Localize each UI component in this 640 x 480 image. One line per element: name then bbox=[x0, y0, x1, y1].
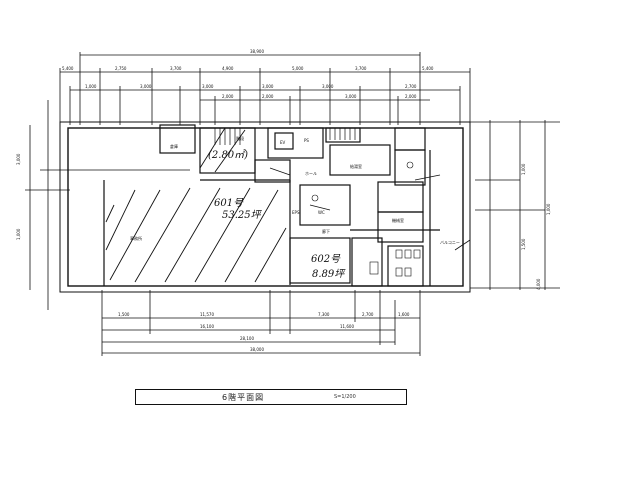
dim-top-row3-3: 3,000 bbox=[202, 84, 214, 89]
room-label-storage: 倉庫 bbox=[170, 143, 178, 149]
dim-top-row3-1: 1,000 bbox=[85, 84, 97, 89]
dim-bottom-row1-5: 1,600 bbox=[398, 312, 410, 317]
dim-top-row4-2: 2,000 bbox=[262, 94, 274, 99]
building-outline bbox=[59, 121, 471, 293]
annotation-area-upper: (2.80㎡) bbox=[208, 149, 248, 161]
room-label-mech: 機械室 bbox=[392, 217, 404, 223]
office-602-name: 602号 bbox=[311, 254, 341, 265]
office-601-area: 53.25坪 bbox=[222, 209, 263, 221]
drawing-title: 6階平面図 bbox=[222, 393, 265, 402]
room-label-balcony: バルコニー bbox=[440, 240, 460, 245]
drawing-marks bbox=[269, 167, 471, 251]
dim-right-2: 1,500 bbox=[521, 238, 526, 250]
dim-left-2: 1,000 bbox=[16, 228, 21, 240]
drawing-scale: S=1/200 bbox=[334, 394, 356, 400]
dim-top-overall: 38,900 bbox=[250, 49, 264, 54]
dim-top-row2-2: 2,750 bbox=[115, 66, 127, 71]
sanitary-fixtures bbox=[311, 161, 421, 277]
office-601-hatching bbox=[105, 127, 287, 283]
room-label-wc: WC bbox=[318, 210, 325, 215]
room-label-ps: PS bbox=[304, 138, 309, 143]
dim-top-row4-3: 3,000 bbox=[345, 94, 357, 99]
dim-top-row3-2: 3,000 bbox=[140, 84, 152, 89]
dim-ticks-top bbox=[59, 52, 471, 290]
dim-bottom-row1-1: 1,500 bbox=[118, 312, 130, 317]
interior-walls bbox=[103, 124, 440, 287]
dim-bottom-row3: 28,100 bbox=[240, 336, 254, 341]
room-label-elevator: EV bbox=[280, 140, 286, 145]
room-label-tea: 給湯室 bbox=[350, 163, 362, 169]
dim-top-row3-4: 3,000 bbox=[262, 84, 274, 89]
dim-top-row2-4: 4,900 bbox=[222, 66, 234, 71]
dim-top-row4-4: 2,000 bbox=[405, 94, 417, 99]
exterior-wall bbox=[67, 127, 464, 287]
dim-right-4: 4,000 bbox=[536, 278, 541, 290]
room-label-eps: EPS bbox=[292, 210, 300, 215]
dim-right-1: 1,000 bbox=[521, 163, 526, 175]
drawing-title-block: 6階平面図 S=1/200 bbox=[135, 389, 407, 405]
dim-bottom-row4: 38,000 bbox=[250, 347, 264, 352]
dim-ticks-bottom bbox=[101, 290, 421, 356]
dim-bottom-row1-4: 2,700 bbox=[362, 312, 374, 317]
dim-top-row2-5: 5,000 bbox=[292, 66, 304, 71]
dim-top-row2-1: 5,400 bbox=[62, 66, 74, 71]
dim-top-row2-6: 3,700 bbox=[355, 66, 367, 71]
office-601-name: 601号 bbox=[214, 198, 244, 209]
dim-bottom-row1-2: 11,570 bbox=[200, 312, 214, 317]
dim-bottom-row2-1: 16,100 bbox=[200, 324, 214, 329]
office-602-area: 8.89坪 bbox=[312, 268, 346, 280]
room-label-office: 事務所 bbox=[130, 235, 142, 241]
dim-top-row3-5: 3,000 bbox=[322, 84, 334, 89]
dim-bottom-row1-3: 7,300 bbox=[318, 312, 330, 317]
room-label-stair: 階段 bbox=[236, 135, 244, 141]
room-label-corridor: 廊下 bbox=[322, 228, 330, 234]
dim-top-row3-6: 2,700 bbox=[405, 84, 417, 89]
dim-right-3: 1,000 bbox=[546, 203, 551, 215]
dim-bottom-row2-2: 11,600 bbox=[340, 324, 354, 329]
dim-left-1: 3,000 bbox=[16, 153, 21, 165]
room-label-hall: ホール bbox=[305, 171, 317, 176]
dim-top-row4-1: 2,000 bbox=[222, 94, 234, 99]
dim-top-row2-3: 3,700 bbox=[170, 66, 182, 71]
dim-top-row2-7: 5,400 bbox=[422, 66, 434, 71]
